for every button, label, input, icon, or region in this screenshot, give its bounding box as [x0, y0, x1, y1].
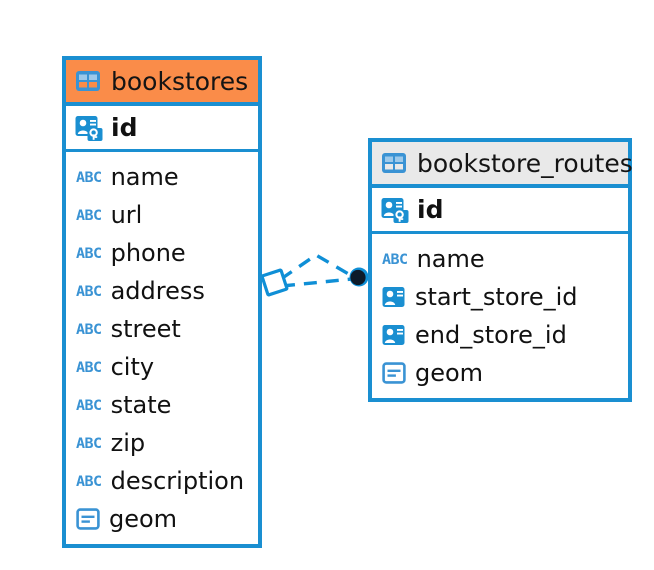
- abc-text-icon: ABC: [76, 357, 102, 376]
- abc-text-icon: ABC: [76, 281, 102, 300]
- table-icon: [381, 152, 407, 174]
- abc-text-icon: ABC: [76, 433, 102, 452]
- filled-circle-marker: [349, 267, 369, 287]
- abc-text-icon: ABC: [76, 319, 102, 338]
- entity-bookstores[interactable]: bookstores id ABC: [62, 56, 262, 548]
- primary-key-icon: [75, 115, 103, 141]
- geometry-icon: [76, 508, 100, 530]
- entity-header-bookstore-routes[interactable]: bookstore_routes: [372, 142, 633, 188]
- field-label: end_store_id: [415, 321, 567, 349]
- primary-key-icon: [381, 197, 409, 223]
- field-label: street: [110, 315, 181, 343]
- field-list: ABC name ABC url ABC phone ABC address A…: [66, 152, 258, 546]
- field-row[interactable]: ABC zip: [66, 424, 258, 462]
- field-label: state: [110, 391, 172, 419]
- field-row[interactable]: ABC phone: [66, 234, 258, 272]
- field-label: start_store_id: [415, 283, 578, 311]
- field-row[interactable]: geom: [66, 500, 258, 538]
- field-label: geom: [109, 505, 178, 533]
- entity-bookstore-routes[interactable]: bookstore_routes id ABC: [368, 138, 633, 402]
- primary-key-label: id: [417, 195, 444, 224]
- field-row[interactable]: ABC name: [66, 158, 258, 196]
- primary-key-row[interactable]: id: [372, 188, 628, 234]
- field-label: name: [110, 163, 179, 191]
- field-label: phone: [110, 239, 186, 267]
- field-row[interactable]: ABC url: [66, 196, 258, 234]
- abc-text-icon: ABC: [382, 249, 408, 268]
- field-label: description: [110, 467, 245, 495]
- table-icon: [75, 70, 101, 92]
- foreign-key-icon: [382, 286, 406, 308]
- entity-header-bookstores[interactable]: bookstores: [66, 60, 258, 106]
- field-row[interactable]: ABC address: [66, 272, 258, 310]
- field-row[interactable]: ABC description: [66, 462, 258, 500]
- field-row[interactable]: ABC city: [66, 348, 258, 386]
- field-row[interactable]: start_store_id: [372, 278, 628, 316]
- foreign-key-icon: [382, 324, 406, 346]
- field-row[interactable]: ABC name: [372, 240, 628, 278]
- abc-text-icon: ABC: [76, 205, 102, 224]
- primary-key-label: id: [111, 113, 138, 142]
- relationship-line-lower: [281, 277, 353, 288]
- field-label: zip: [110, 429, 146, 457]
- abc-text-icon: ABC: [76, 243, 102, 262]
- field-list: ABC name start_store_id: [372, 234, 628, 400]
- field-label: city: [110, 353, 155, 381]
- field-label: name: [416, 245, 485, 273]
- field-row[interactable]: ABC street: [66, 310, 258, 348]
- abc-text-icon: ABC: [76, 167, 102, 186]
- geometry-icon: [382, 362, 406, 384]
- field-label: url: [110, 201, 143, 229]
- field-row[interactable]: end_store_id: [372, 316, 628, 354]
- abc-text-icon: ABC: [76, 471, 102, 490]
- field-label: geom: [415, 359, 484, 387]
- field-row[interactable]: ABC state: [66, 386, 258, 424]
- primary-key-row[interactable]: id: [66, 106, 258, 152]
- field-label: address: [110, 277, 205, 305]
- abc-text-icon: ABC: [76, 395, 102, 414]
- entity-title: bookstores: [111, 66, 249, 96]
- relationship-line-upper: [280, 252, 353, 281]
- entity-title: bookstore_routes: [417, 148, 633, 178]
- field-row[interactable]: geom: [372, 354, 628, 392]
- diamond-marker: [260, 268, 289, 297]
